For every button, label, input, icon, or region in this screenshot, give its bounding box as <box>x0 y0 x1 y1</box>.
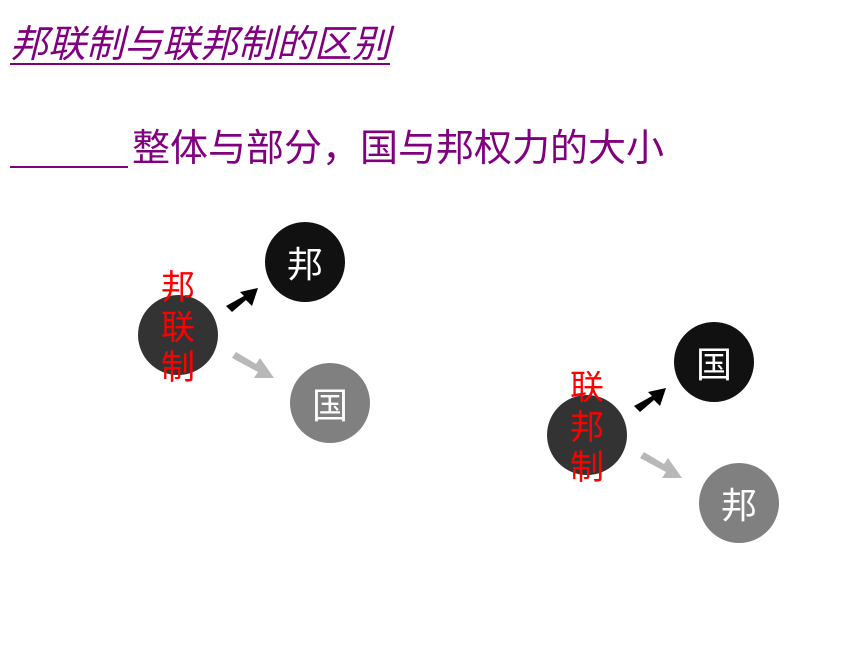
top-node-circle: 国 <box>674 322 754 402</box>
fill-in-blank <box>10 166 128 168</box>
top-node-circle: 邦 <box>265 222 345 302</box>
label-char: 制 <box>570 448 604 488</box>
subtitle-text: 整体与部分，国与邦权力的大小 <box>132 126 665 171</box>
slide-title: 邦联制与联邦制的区别 <box>10 22 391 66</box>
bottom-node-circle: 邦 <box>699 463 779 543</box>
center-vertical-label: 联 邦 制 <box>567 368 607 488</box>
bottom-node-circle: 国 <box>290 363 370 443</box>
label-char: 联 <box>570 368 604 408</box>
center-vertical-label: 邦 联 制 <box>158 268 198 388</box>
label-char: 联 <box>161 308 195 348</box>
black-arrow-icon <box>226 288 258 312</box>
label-char: 邦 <box>570 408 604 448</box>
gray-arrow-icon <box>232 352 274 378</box>
label-char: 邦 <box>161 268 195 308</box>
center-circle <box>138 295 218 375</box>
center-circle <box>547 395 627 475</box>
label-char: 制 <box>161 348 195 388</box>
subtitle-line: 整体与部分，国与邦权力的大小 <box>10 124 664 172</box>
black-arrow-icon <box>634 388 666 412</box>
gray-arrow-icon <box>640 452 682 478</box>
